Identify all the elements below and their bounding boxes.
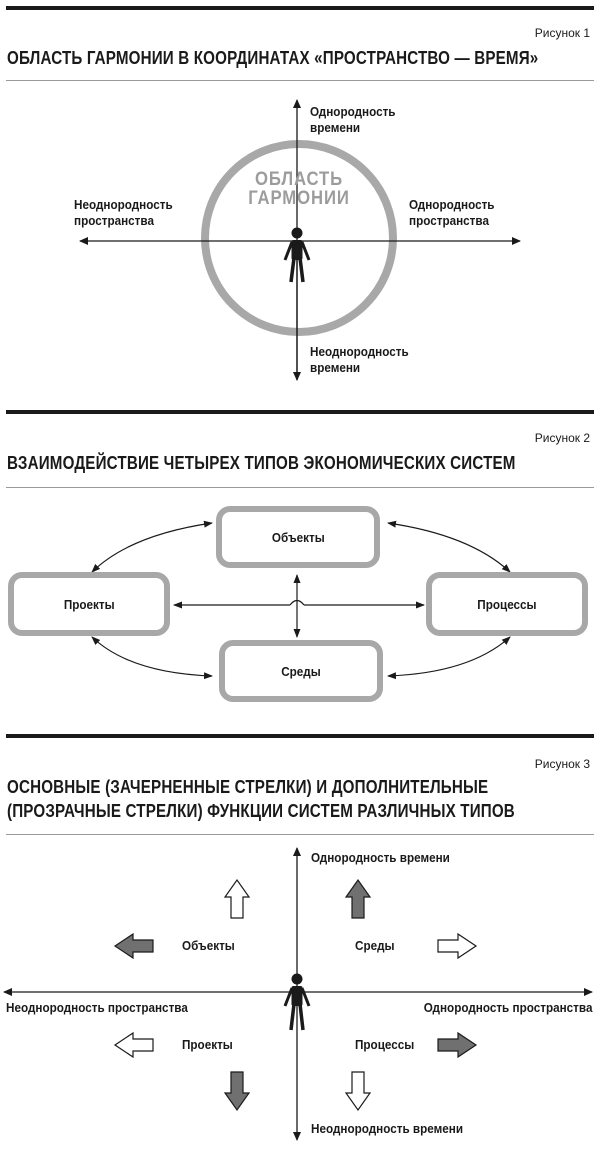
node-media: Среды: [219, 640, 383, 702]
fig3-title-line1: ОСНОВНЫЕ (ЗАЧЕРНЕННЫЕ СТРЕЛКИ) И ДОПОЛНИ…: [7, 776, 489, 797]
fig3-axis-top-label: Однородность времени: [311, 850, 450, 865]
fig1-number: Рисунок 1: [534, 26, 590, 40]
fig1-right-axis-label: Однородность пространства: [409, 197, 495, 229]
quadrant-objects-label: Объекты: [182, 938, 235, 953]
fig3-title-line2: (ПРОЗРАЧНЫЕ СТРЕЛКИ) ФУНКЦИИ СИСТЕМ РАЗЛ…: [7, 800, 515, 821]
quadrant-projects-label: Проекты: [182, 1037, 233, 1052]
node-projects-label: Проекты: [63, 596, 115, 612]
fig2-connectors: [91, 520, 511, 680]
connector-projects-media: [91, 636, 213, 680]
fig1-top-axis-label: Однородность времени: [310, 104, 396, 136]
fig3-top-rule: [6, 734, 594, 738]
harmony-label-line1: ОБЛАСТЬ: [254, 169, 344, 190]
node-processes-label: Процессы: [477, 596, 537, 612]
node-objects-label: Объекты: [271, 529, 325, 545]
person-icon: [283, 973, 311, 1031]
hollow-arrow-up-icon: [223, 878, 251, 919]
node-projects: Проекты: [8, 572, 170, 636]
fig2-top-rule: [6, 410, 594, 414]
node-processes: Процессы: [426, 572, 588, 636]
fig3-diagram: [3, 847, 593, 1141]
harmony-circle: [201, 140, 397, 336]
harmony-region-label: ОБЛАСТЬ ГАРМОНИИ: [237, 170, 360, 208]
fig1-left-label-line2: пространства: [74, 213, 154, 228]
fig2-title: ВЗАИМОДЕЙСТВИЕ ЧЕТЫРЕХ ТИПОВ ЭКОНОМИЧЕСК…: [7, 452, 516, 473]
fig1-diagram: [79, 99, 521, 381]
node-media-label: Среды: [281, 663, 321, 679]
harmony-label-line2: ГАРМОНИИ: [248, 188, 350, 209]
fig1-top-rule: [6, 6, 594, 10]
connector-objects-processes: [387, 520, 511, 573]
fig1-bottom-axis-label: Неоднородность времени: [310, 344, 409, 376]
fig3-axis-bottom-label: Неоднородность времени: [311, 1121, 464, 1136]
fig3-title-underline: [6, 834, 594, 835]
fig1-right-label-line2: пространства: [409, 213, 489, 228]
fig1-left-axis-label: Неоднородность пространства: [74, 197, 173, 229]
fig1-title-underline: [6, 80, 594, 81]
fig1-left-label-line1: Неоднородность: [74, 197, 173, 212]
solid-arrow-left-icon: [113, 932, 154, 960]
node-objects: Объекты: [216, 506, 380, 568]
fig1-bottom-label-line1: Неоднородность: [310, 344, 409, 359]
solid-arrow-up-icon: [344, 878, 372, 919]
fig3-axis-right-label: Однородность пространства: [423, 1000, 592, 1015]
fig1-top-label-line2: времени: [310, 120, 361, 135]
quadrant-processes-label: Процессы: [355, 1037, 415, 1052]
person-icon: [283, 227, 311, 283]
fig3-axis-left-label: Неоднородность пространства: [6, 1000, 188, 1015]
hollow-arrow-right-icon: [437, 932, 478, 960]
connector-objects-projects: [91, 520, 213, 573]
fig1-bottom-label-line2: времени: [310, 360, 361, 375]
fig3-number: Рисунок 3: [534, 757, 590, 771]
fig1-right-label-line1: Однородность: [409, 197, 495, 212]
solid-arrow-right-icon: [437, 1031, 478, 1059]
hollow-arrow-down-icon: [344, 1071, 372, 1112]
fig2-title-underline: [6, 487, 594, 488]
quadrant-media-label: Среды: [355, 938, 395, 953]
fig1-top-label-line1: Однородность: [310, 104, 396, 119]
connector-processes-media: [387, 636, 511, 680]
fig1-title: ОБЛАСТЬ ГАРМОНИИ В КООРДИНАТАХ «ПРОСТРАН…: [7, 47, 539, 68]
hollow-arrow-left-icon: [113, 1031, 154, 1059]
fig2-number: Рисунок 2: [534, 431, 590, 445]
solid-arrow-down-icon: [223, 1071, 251, 1112]
